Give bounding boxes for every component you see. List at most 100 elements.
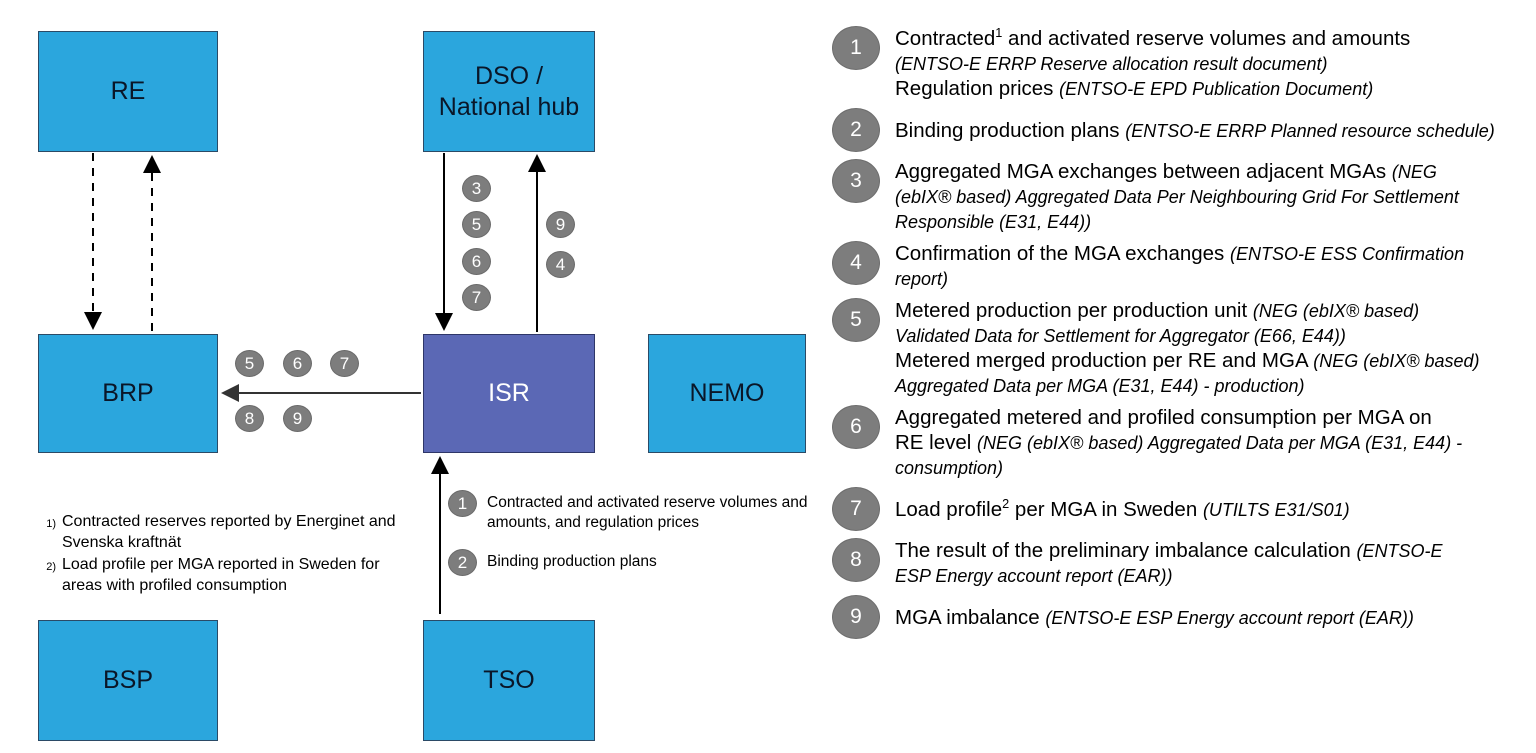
legend-text-6: Aggregated metered and profiled consumpt…	[895, 405, 1462, 480]
footnote-2: 2) Load profile per MGA reported in Swed…	[42, 554, 417, 597]
legend-line: Metered production per production unit (…	[895, 298, 1480, 323]
legend-line: Load profile2 per MGA in Sweden (UTILTS …	[895, 497, 1350, 522]
legend-line: Aggregated metered and profiled consumpt…	[895, 405, 1462, 430]
legend-badge-6[interactable]: 6	[832, 405, 880, 449]
footnote-2-marker: 2)	[46, 560, 56, 573]
legend-document-ref: consumption)	[895, 458, 1004, 478]
legend-line-main: Contracted	[895, 27, 996, 50]
flow-badge-7-brp[interactable]: 7	[330, 350, 359, 377]
legend-item-8: 8 The result of the preliminary imbalance…	[832, 538, 1536, 588]
legend-line: consumption)	[895, 455, 1462, 480]
legend-line-main: Aggregated MGA exchanges between adjacen…	[895, 160, 1392, 183]
legend-line: (ENTSO-E ERRP Reserve allocation result …	[895, 51, 1410, 76]
legend-text-7: Load profile2 per MGA in Sweden (UTILTS …	[895, 497, 1350, 522]
legend-badge-8[interactable]: 8	[832, 538, 880, 582]
flow-badge-9-dso[interactable]: 9	[546, 211, 575, 238]
node-tso-label: TSO	[483, 666, 535, 695]
flow-badge-9-brp[interactable]: 9	[283, 405, 312, 432]
legend-item-5: 5 Metered production per production unit …	[832, 298, 1536, 398]
legend-document-ref: Aggregated Data per MGA (E31, E44) - pro…	[895, 376, 1305, 396]
legend-badge-9[interactable]: 9	[832, 595, 880, 639]
legend-document-ref: ESP Energy account report (EAR))	[895, 566, 1173, 586]
legend-badge-7[interactable]: 7	[832, 487, 880, 531]
node-dso-national-hub[interactable]: DSO / National hub	[423, 31, 595, 152]
inline-legend-item-1: 1 Contracted and activated reserve volum…	[448, 490, 817, 533]
legend-item-3: 3 Aggregated MGA exchanges between adjace…	[832, 159, 1536, 234]
flow-badge-3[interactable]: 3	[462, 175, 491, 202]
legend-line: Binding production plans (ENTSO-E ERRP P…	[895, 118, 1495, 143]
legend-text-3: Aggregated MGA exchanges between adjacen…	[895, 159, 1459, 234]
legend-line: report)	[895, 266, 1464, 291]
legend-line-main: Aggregated metered and profiled consumpt…	[895, 406, 1432, 429]
legend-line-main: RE level	[895, 431, 978, 454]
legend-item-6: 6 Aggregated metered and profiled consump…	[832, 405, 1536, 480]
node-nemo-label: NEMO	[689, 379, 765, 408]
legend-text-8: The result of the preliminary imbalance …	[895, 538, 1443, 588]
node-isr-label: ISR	[488, 379, 530, 408]
legend-line: Responsible (E31, E44))	[895, 209, 1459, 234]
legend-badge-5[interactable]: 5	[832, 298, 880, 342]
legend-document-ref: (ENTSO-E ERRP Planned resource schedule)	[1125, 120, 1495, 141]
flow-badge-6-dso[interactable]: 6	[462, 248, 491, 275]
flow-badge-5-dso[interactable]: 5	[462, 211, 491, 238]
footnote-2-text: Load profile per MGA reported in Sweden …	[62, 555, 380, 594]
legend-line: Metered merged production per RE and MGA…	[895, 348, 1480, 373]
legend-line-main: MGA imbalance	[895, 605, 1046, 629]
legend-document-ref: (ENTSO-E EPD Publication Document)	[1059, 79, 1374, 99]
legend-document-ref: (ebIX® based) Aggregated Data Per Neighb…	[895, 187, 1459, 207]
legend-badge-3[interactable]: 3	[832, 159, 880, 203]
node-tso[interactable]: TSO	[423, 620, 595, 741]
legend-badge-4[interactable]: 4	[832, 241, 880, 285]
inline-legend-item-2: 2 Binding production plans	[448, 549, 657, 576]
legend-text-9: MGA imbalance (ENTSO-E ESP Energy accoun…	[895, 605, 1414, 630]
process-diagram: RE DSO / National hub BRP ISR NEMO BSP T…	[38, 31, 817, 741]
node-dso-label-line2: National hub	[438, 92, 580, 121]
flow-badge-8-brp[interactable]: 8	[235, 405, 264, 432]
legend-document-ref: (ENTSO-E ESP Energy account report (EAR)…	[1045, 607, 1414, 628]
legend-line-main: The result of the preliminary imbalance …	[895, 539, 1357, 562]
legend-line: RE level (NEG (ebIX® based) Aggregated D…	[895, 430, 1462, 455]
flow-badge-4-dso[interactable]: 4	[546, 251, 575, 278]
legend-footnote-marker: 1	[995, 25, 1003, 41]
inline-legend-badge-1[interactable]: 1	[448, 490, 477, 517]
legend-item-7: 7 Load profile2 per MGA in Sweden (UTILTS…	[832, 487, 1536, 531]
legend-line-main: Metered production per production unit	[895, 299, 1253, 322]
legend-document-ref: (NEG (ebIX® based) Aggregated Data per M…	[977, 433, 1463, 453]
legend-document-ref: (ENTSO-E	[1356, 541, 1443, 561]
legend-badge-2[interactable]: 2	[832, 108, 880, 152]
node-re[interactable]: RE	[38, 31, 218, 152]
legend-line: MGA imbalance (ENTSO-E ESP Energy accoun…	[895, 605, 1414, 630]
flow-badge-7-dso[interactable]: 7	[462, 284, 491, 311]
node-nemo[interactable]: NEMO	[648, 334, 806, 453]
legend-badge-1[interactable]: 1	[832, 26, 880, 70]
flow-badge-5-brp[interactable]: 5	[235, 350, 264, 377]
flow-badge-6-brp[interactable]: 6	[283, 350, 312, 377]
legend-document-ref: Responsible (E31, E44))	[895, 212, 1092, 232]
node-dso-label: DSO / National hub	[439, 61, 579, 122]
legend-document-ref: report)	[895, 269, 949, 289]
legend-line: ESP Energy account report (EAR))	[895, 563, 1443, 588]
legend-line-main: Binding production plans	[895, 118, 1126, 142]
node-isr[interactable]: ISR	[423, 334, 595, 453]
legend-text-5: Metered production per production unit (…	[895, 298, 1480, 398]
legend-line: (ebIX® based) Aggregated Data Per Neighb…	[895, 184, 1459, 209]
legend-line: Aggregated MGA exchanges between adjacen…	[895, 159, 1459, 184]
legend-footnote-marker: 2	[1002, 495, 1010, 511]
node-bsp-label: BSP	[102, 666, 154, 695]
legend-text-4: Confirmation of the MGA exchanges (ENTSO…	[895, 241, 1464, 291]
node-bsp[interactable]: BSP	[38, 620, 218, 741]
legend-item-2: 2 Binding production plans (ENTSO-E ERRP …	[832, 108, 1536, 152]
legend-line-main: Load profile	[895, 497, 1003, 521]
node-brp[interactable]: BRP	[38, 334, 218, 453]
legend-line: Contracted1 and activated reserve volume…	[895, 26, 1410, 51]
legend-text-2: Binding production plans (ENTSO-E ERRP P…	[895, 118, 1495, 143]
inline-legend-badge-2[interactable]: 2	[448, 549, 477, 576]
footnote-1-text: Contracted reserves reported by Energine…	[62, 513, 396, 552]
node-brp-label: BRP	[102, 379, 154, 408]
legend-document-ref: (ENTSO-E ESS Confirmation	[1230, 244, 1465, 264]
legend-line-main-tail: and activated reserve volumes and amount…	[1002, 27, 1411, 50]
footnote-1-marker: 1)	[46, 518, 56, 530]
legend-document-ref: (NEG (ebIX® based)	[1252, 301, 1420, 321]
